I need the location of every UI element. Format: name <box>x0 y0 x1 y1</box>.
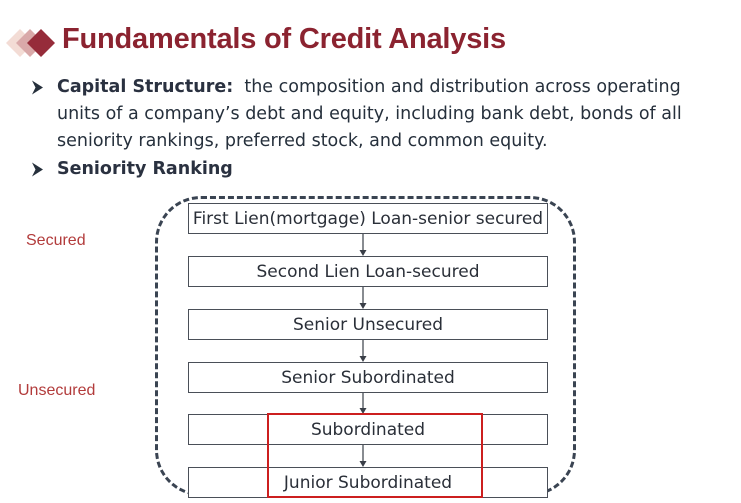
bullet-term: Capital Structure: <box>57 77 234 97</box>
arrow-bullet-icon <box>32 162 43 177</box>
subordinated-highlight-box <box>267 413 483 498</box>
unsecured-label: Unsecured <box>18 382 96 399</box>
bullet-capital-structure: Capital Structure: the composition and d… <box>30 74 700 155</box>
bullet-text: Seniority Ranking <box>57 156 700 183</box>
page-title: Fundamentals of Credit Analysis <box>62 23 506 55</box>
arrow-bullet-icon <box>32 80 43 95</box>
secured-label: Secured <box>26 232 86 249</box>
rank-senior-unsecured: Senior Unsecured <box>188 309 548 340</box>
bullet-body: the composition and distribution across … <box>57 77 682 151</box>
rank-second-lien: Second Lien Loan-secured <box>188 256 548 287</box>
bullet-seniority-ranking: Seniority Ranking <box>30 156 700 183</box>
rank-first-lien: First Lien(mortgage) Loan-senior secured <box>188 203 548 234</box>
bullet-term: Seniority Ranking <box>57 159 233 179</box>
rank-senior-subordinated: Senior Subordinated <box>188 362 548 393</box>
bullet-text: Capital Structure: the composition and d… <box>57 74 700 155</box>
rank-junior-subordinated: Junior Subordinated <box>188 467 548 498</box>
diamond-logo-icon <box>6 29 55 57</box>
